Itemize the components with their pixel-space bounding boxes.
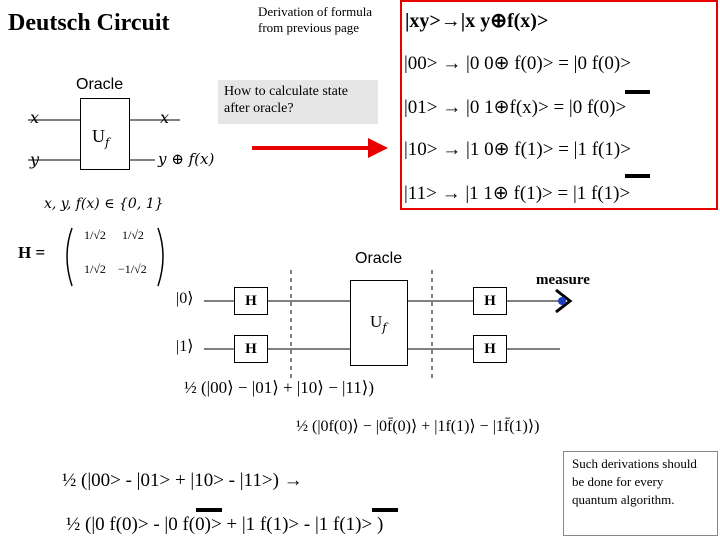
measure-marker <box>555 288 573 314</box>
small-oracle-output-x: x <box>160 108 170 127</box>
howto-line1: How to calculate state <box>224 84 349 99</box>
howto-callout: How to calculate state after oracle? <box>218 80 378 124</box>
hadamard-label: H = <box>18 243 46 262</box>
big-oracle-gate <box>350 280 408 366</box>
hadamard-bracket-left <box>66 227 73 287</box>
small-oracle-gate <box>80 98 130 170</box>
derivation-note-line2: from previous page <box>258 20 360 35</box>
red-arrow-head <box>368 138 388 158</box>
derivation-remark: Such derivations should be done for ever… <box>563 451 718 536</box>
input-ket-1: |1⟩ <box>176 338 194 355</box>
state-after-hadamard: ½ (|00⟩ − |01⟩ + |10⟩ − |11⟩) <box>184 378 375 397</box>
state-row-11: |11> → |1 1⊕ f(1)> = |1 f(1)> <box>404 183 631 204</box>
measure-label: measure <box>536 272 590 288</box>
state-table-box <box>400 0 718 210</box>
state-row-01: |01> → |0 1⊕f(x)> = |0 f(0)> <box>404 97 627 118</box>
state-after-oracle: ½ (|0f(0)⟩ − |0f̄(0)⟩ + |1f(1)⟩ − |1f̄(1… <box>296 418 540 435</box>
derivation-note: Derivation of formula from previous page <box>258 4 372 36</box>
hadamard-cell-12: 1/√2 <box>122 228 144 242</box>
hadamard-gate-bottom-right: H <box>473 335 507 363</box>
hadamard-cell-21: 1/√2 <box>84 262 106 276</box>
hadamard-gate-bottom-left: H <box>234 335 268 363</box>
hadamard-cell-11: 1/√2 <box>84 228 106 242</box>
small-oracle-input-x: x <box>30 108 40 127</box>
page-title: Deutsch Circuit <box>8 10 170 36</box>
big-oracle-label: Oracle <box>355 250 403 267</box>
hadamard-gate-top-left: H <box>234 287 268 315</box>
hadamard-gate-top-right: H <box>473 287 507 315</box>
oracle-formula: |xy>→|x y⊕f(x)> <box>405 10 549 32</box>
bottom-equation-1: ½ (|00> - |01> + |10> - |11>) → <box>62 470 303 491</box>
state-row-10: |10> → |1 0⊕ f(1)> = |1 f(1)> <box>404 139 631 160</box>
measure-dot <box>558 297 566 305</box>
input-ket-0: |0⟩ <box>176 290 194 307</box>
small-oracle-domain: x, y, f(x) ∈ {0, 1} <box>44 196 164 212</box>
hadamard-bracket-right <box>157 227 164 287</box>
derivation-note-line1: Derivation of formula <box>258 4 373 19</box>
small-oracle-gate-label: Uf <box>92 126 110 150</box>
small-oracle-output-y: y ⊕ f(x) <box>158 150 215 168</box>
howto-line2: after oracle? <box>224 101 294 116</box>
state-row-00: |00> → |0 0⊕ f(0)> = |0 f(0)> <box>404 53 631 74</box>
big-oracle-gate-label: Uf <box>370 312 387 335</box>
small-oracle-label: Oracle <box>76 76 124 93</box>
bottom-equation-2: ½ (|0 f(0)> - |0 f(0)> + |1 f(1)> - |1 f… <box>66 514 384 535</box>
hadamard-cell-22: −1/√2 <box>118 262 147 276</box>
